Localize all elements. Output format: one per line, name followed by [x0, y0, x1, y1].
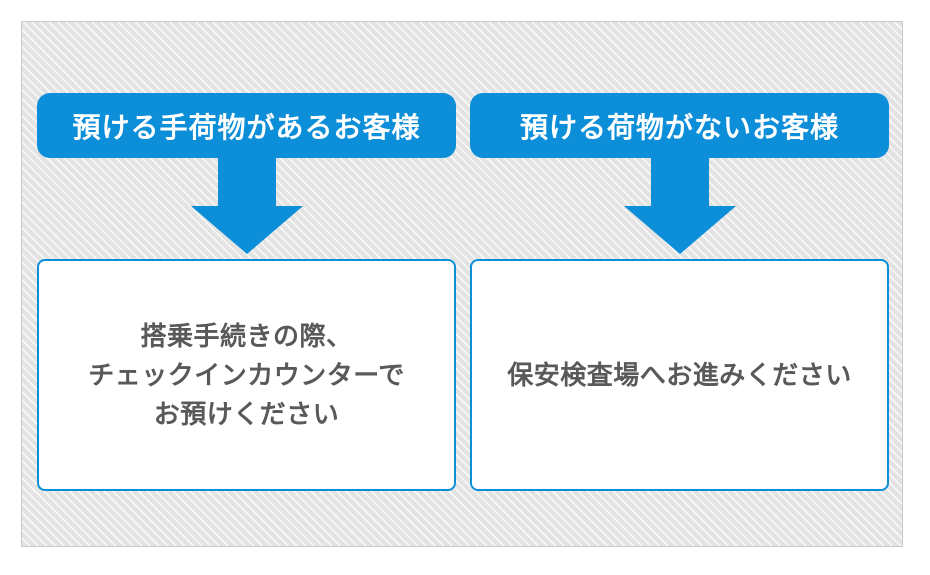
down-arrow-icon — [623, 158, 736, 254]
column-checked-baggage: 預ける手荷物があるお客様 搭乗手続きの際、 チェックインカウンターで お預けくだ… — [37, 93, 456, 546]
instruction-text-line: 保安検査場へお進みください — [507, 359, 852, 390]
column-no-baggage: 預ける荷物がないお客様 保安検査場へお進みください — [470, 93, 889, 546]
instruction-box-no-baggage: 保安検査場へお進みください — [470, 259, 889, 491]
header-banner-checked-baggage: 預ける手荷物があるお客様 — [37, 93, 456, 158]
instruction-text-line: 搭乗手続きの際、 — [140, 320, 353, 351]
header-banner-no-baggage: 預ける荷物がないお客様 — [470, 93, 889, 158]
instruction-text-line: お預けください — [153, 398, 340, 429]
diagram-frame: 預ける手荷物があるお客様 搭乗手続きの際、 チェックインカウンターで お預けくだ… — [21, 21, 903, 547]
down-arrow-icon — [190, 158, 303, 254]
instruction-text-line: チェックインカウンターで — [88, 359, 405, 390]
instruction-box-checked-baggage: 搭乗手続きの際、 チェックインカウンターで お預けください — [37, 259, 456, 491]
